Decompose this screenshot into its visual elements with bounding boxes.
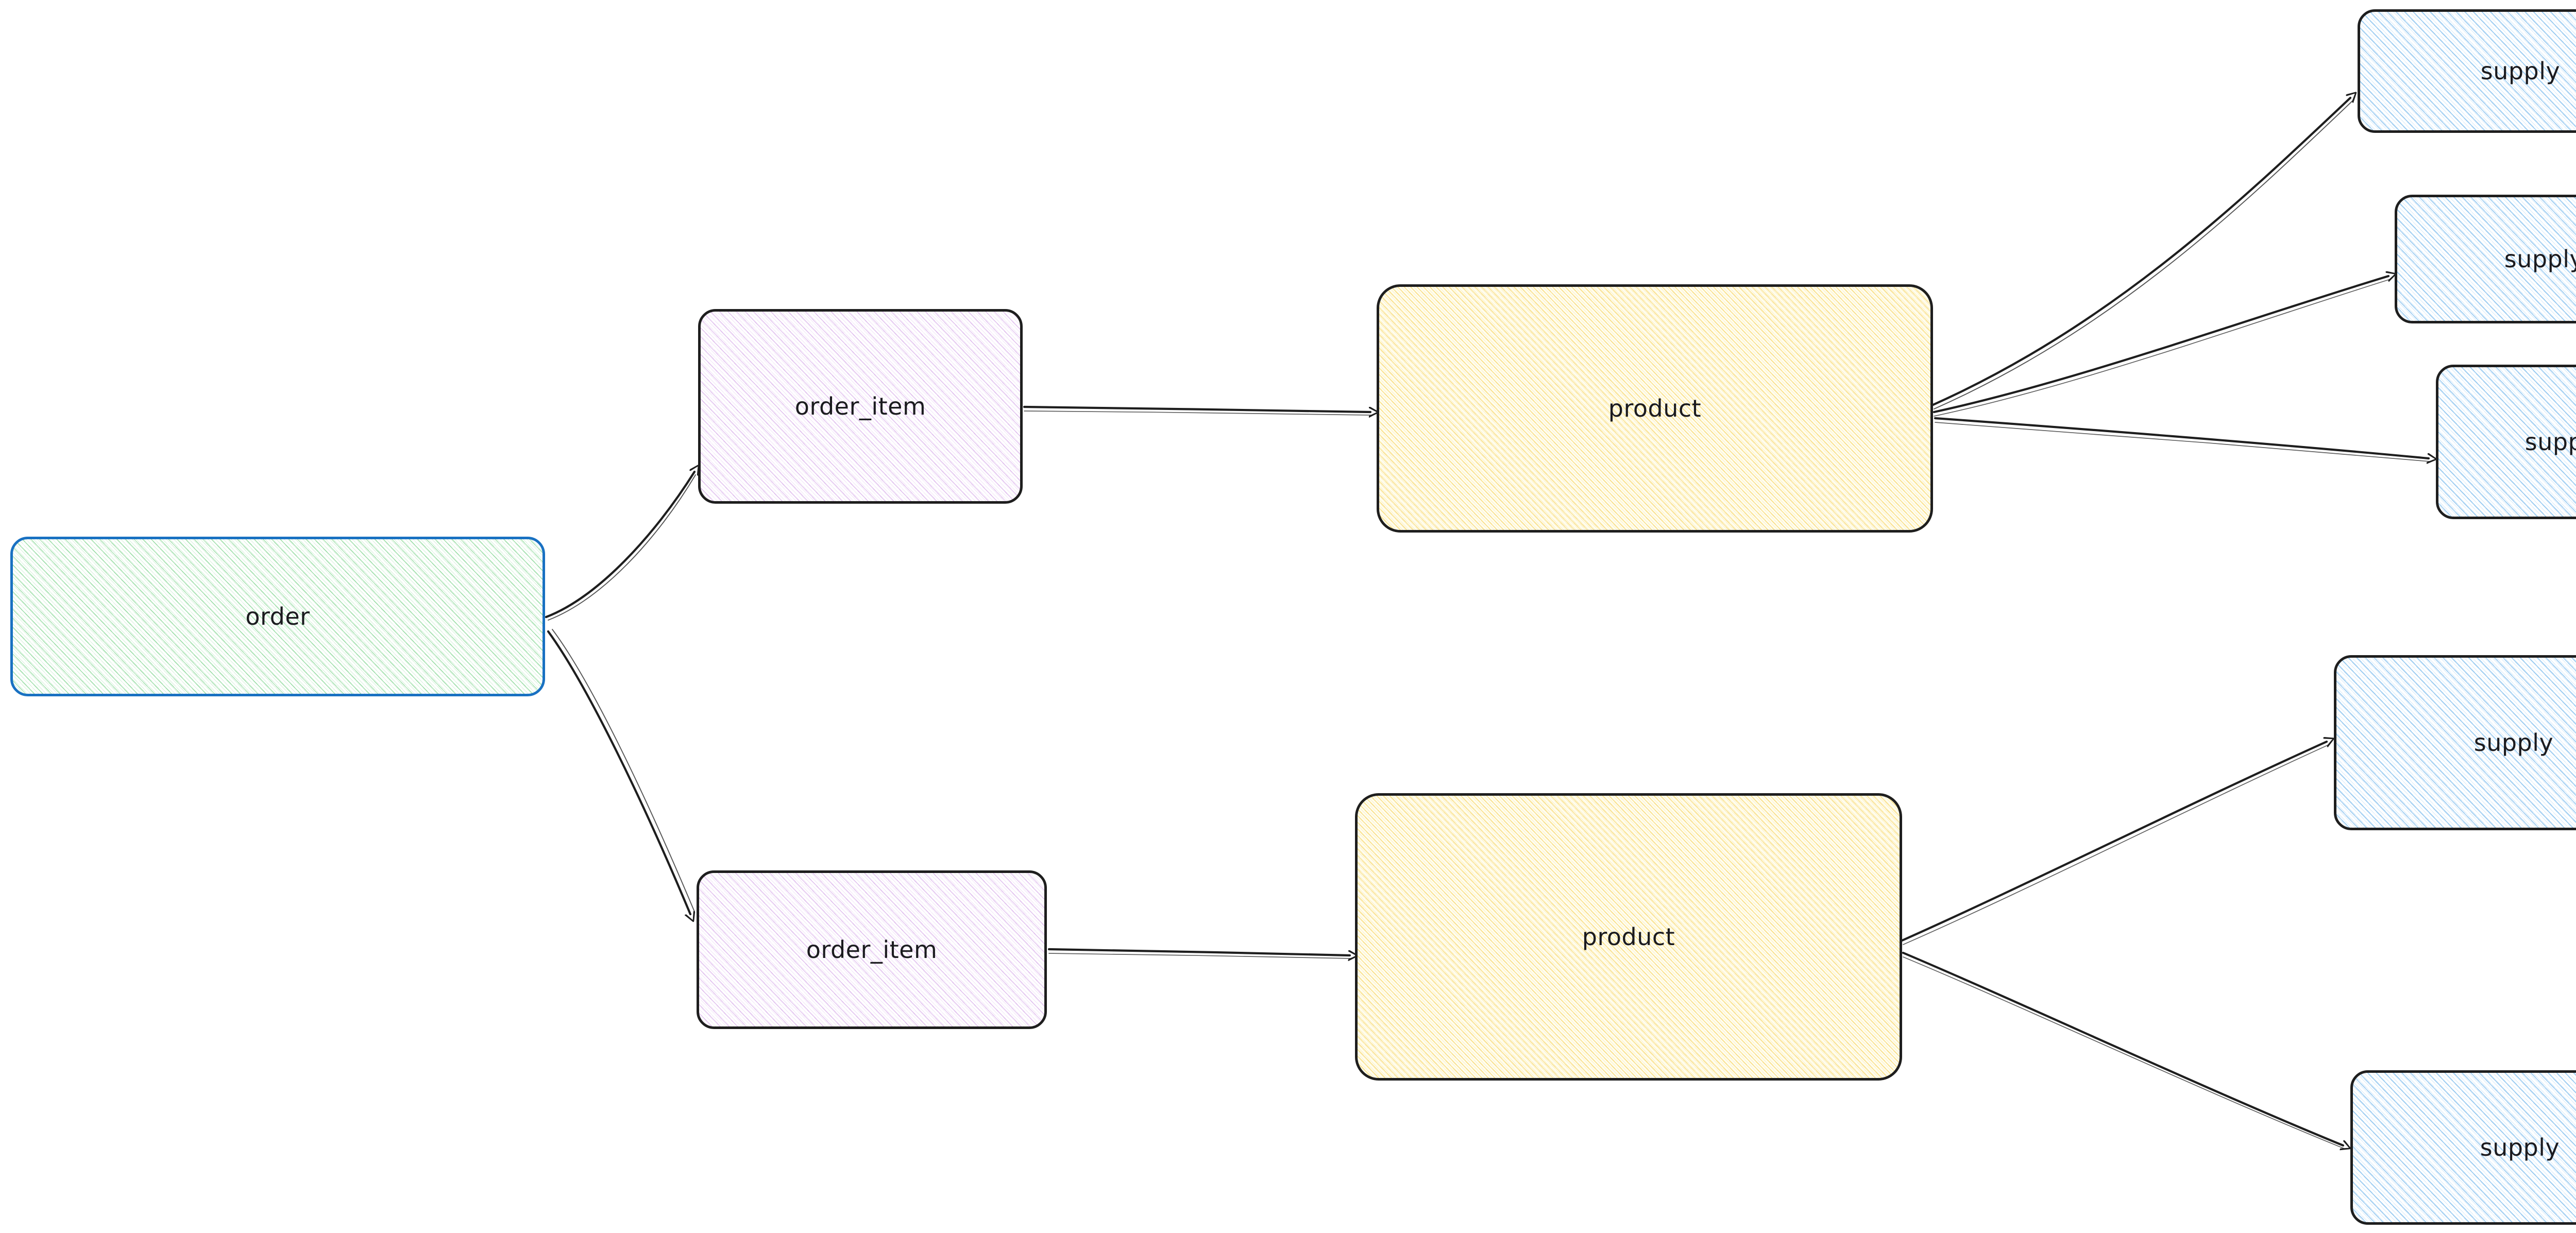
node-label: order_item xyxy=(794,392,926,420)
node-supply-1[interactable]: supply xyxy=(2358,9,2576,133)
node-label: supply xyxy=(2504,245,2576,273)
node-label: product xyxy=(1582,923,1675,951)
node-supply-3[interactable]: supply xyxy=(2436,365,2576,519)
node-label: supply xyxy=(2480,1134,2560,1161)
edge-product-1-to-supply-1 xyxy=(1931,98,2352,409)
node-fill-hatch xyxy=(2395,195,2576,323)
node-label: product xyxy=(1608,395,1702,422)
node-order-item-1[interactable]: order_item xyxy=(698,309,1023,504)
edge-product-2-to-supply-4 xyxy=(1901,742,2329,945)
node-label: supply xyxy=(2480,57,2561,85)
edge-product-2-to-supply-5 xyxy=(1902,951,2344,1149)
node-fill-hatch xyxy=(2350,1070,2576,1225)
node-label: supply xyxy=(2524,428,2576,456)
node-fill-hatch xyxy=(2436,365,2576,519)
node-product-2[interactable]: product xyxy=(1355,793,1902,1081)
edge-order-item-1-to-product-1 xyxy=(1023,405,1371,415)
node-supply-2[interactable]: supply xyxy=(2395,195,2576,323)
node-fill-hatch xyxy=(697,870,1047,1029)
node-fill-hatch xyxy=(1355,793,1902,1081)
node-label: order xyxy=(245,603,310,630)
node-fill-hatch xyxy=(2334,655,2576,830)
node-fill-hatch xyxy=(2358,9,2576,133)
edge-order-to-order-item-2 xyxy=(547,629,694,914)
node-supply-5[interactable]: supply xyxy=(2350,1070,2576,1225)
node-fill-hatch xyxy=(698,309,1023,504)
edge-order-item-2-to-product-2 xyxy=(1047,948,1351,958)
node-supply-4[interactable]: supply xyxy=(2334,655,2576,830)
node-label: order_item xyxy=(806,936,938,964)
edge-product-1-to-supply-2 xyxy=(1933,276,2391,417)
node-order-item-2[interactable]: order_item xyxy=(697,870,1047,1029)
edge-order-to-order-item-1 xyxy=(545,472,696,621)
node-fill-hatch xyxy=(1377,284,1933,533)
node-order[interactable]: order xyxy=(10,537,545,696)
edge-product-1-to-supply-3 xyxy=(1934,417,2430,461)
node-fill-hatch xyxy=(10,537,545,696)
node-label: supply xyxy=(2473,729,2554,757)
node-product-1[interactable]: product xyxy=(1377,284,1933,533)
